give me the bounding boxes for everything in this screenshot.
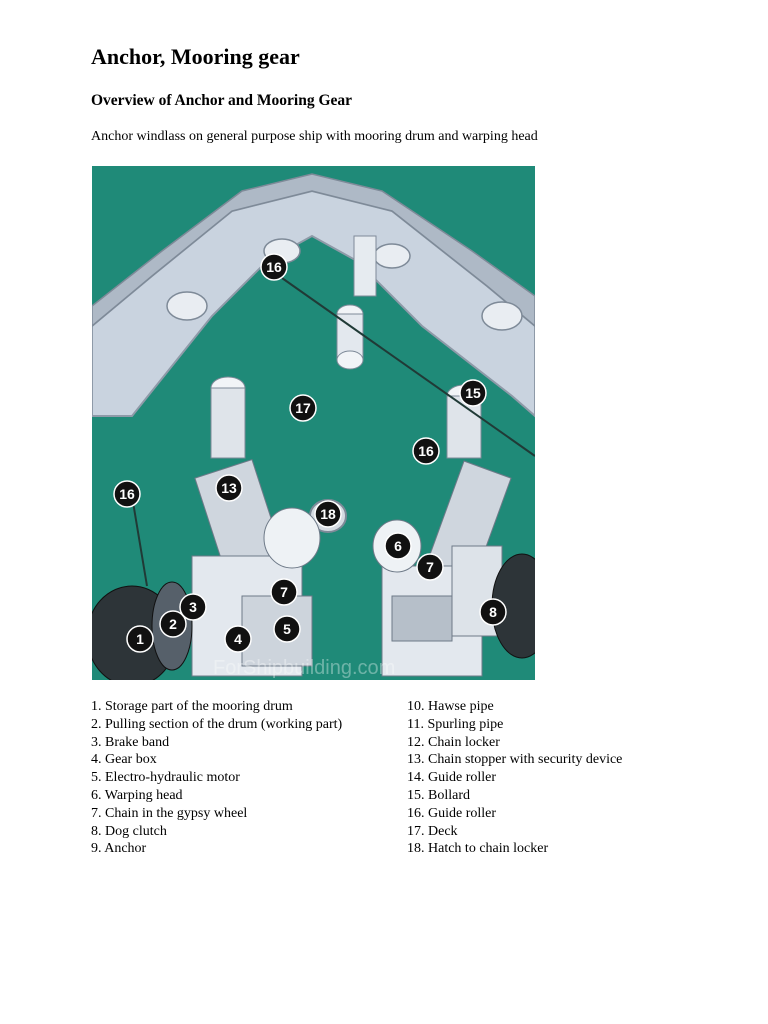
page-title: Anchor, Mooring gear — [91, 44, 300, 69]
legend-item: 3. Brake band — [91, 734, 170, 750]
callout-badge-18: 18 — [314, 500, 342, 528]
spurling-pipe — [353, 235, 377, 297]
mooring-line — [131, 495, 148, 587]
legend-item: 14. Guide roller — [407, 770, 497, 786]
legend-item: 13. Chain stopper with security device — [407, 752, 623, 768]
warping-head — [263, 507, 321, 569]
watermark: ForShipbuilding.com — [213, 657, 395, 679]
svg-text:8: 8 — [489, 604, 497, 620]
svg-text:6: 6 — [394, 538, 402, 554]
callout-badge-6: 6 — [384, 532, 412, 560]
legend-item: 2. Pulling section of the drum (working … — [91, 716, 343, 732]
callout-badge-7: 7 — [270, 578, 298, 606]
svg-text:1: 1 — [136, 631, 144, 647]
legend-item: 17. Deck — [407, 823, 458, 839]
svg-text:17: 17 — [295, 400, 311, 416]
svg-text:18: 18 — [320, 506, 336, 522]
fairlead — [481, 301, 523, 331]
svg-text:2: 2 — [169, 616, 177, 632]
legend-right-column: 10. Hawse pipe 11. Spurling pipe 12. Chain… — [407, 698, 707, 858]
callout-badge-5: 5 — [273, 615, 301, 643]
left-bollard — [210, 387, 246, 459]
mooring-line — [271, 270, 535, 457]
legend-item: 1. Storage part of the mooring drum — [91, 699, 293, 714]
svg-text:5: 5 — [283, 621, 291, 637]
legend-item: 11. Spurling pipe — [407, 716, 504, 732]
callout-badge-7: 7 — [416, 553, 444, 581]
callout-badge-15: 15 — [459, 379, 487, 407]
callout-badge-16: 16 — [113, 480, 141, 508]
legend-item: 12. Chain locker — [407, 734, 500, 750]
svg-text:4: 4 — [234, 631, 242, 647]
callout-badge-2: 2 — [159, 610, 187, 638]
callout-badge-17: 17 — [289, 394, 317, 422]
bow-rail — [92, 173, 535, 327]
section-heading: Overview of Anchor and Mooring Gear — [91, 92, 353, 109]
callout-badge-4: 4 — [224, 625, 252, 653]
svg-text:16: 16 — [418, 443, 434, 459]
svg-text:13: 13 — [221, 480, 237, 496]
svg-text:7: 7 — [280, 584, 288, 600]
legend-item: 6. Warping head — [91, 787, 183, 803]
legend-item: 8. Dog clutch — [91, 823, 167, 839]
svg-text:7: 7 — [426, 559, 434, 575]
legend-left-column: 1. Storage part of the mooring drum 2. Pu… — [91, 698, 401, 858]
svg-text:16: 16 — [119, 486, 135, 502]
fairlead — [166, 291, 208, 321]
callout-badge-8: 8 — [479, 598, 507, 626]
callout-badge-16: 16 — [260, 253, 288, 281]
legend-item: 4. Gear box — [91, 752, 157, 768]
callout-badge-3: 3 — [179, 593, 207, 621]
svg-text:16: 16 — [266, 259, 282, 275]
legend-item: 16. Guide roller — [407, 805, 497, 821]
legend-item: 9. Anchor — [91, 841, 147, 857]
figure-caption: Anchor windlass on general purpose ship … — [91, 129, 538, 144]
svg-text:3: 3 — [189, 599, 197, 615]
legend-item: 18. Hatch to chain locker — [407, 841, 549, 857]
legend-item: 5. Electro-hydraulic motor — [91, 770, 240, 786]
callout-badge-1: 1 — [126, 625, 154, 653]
callout-badge-13: 13 — [215, 474, 243, 502]
legend-item: 15. Bollard — [407, 787, 470, 803]
legend-item: 7. Chain in the gypsy wheel — [91, 805, 248, 821]
callout-badge-16: 16 — [412, 437, 440, 465]
legend-item: 10. Hawse pipe — [407, 699, 494, 714]
fairlead — [373, 243, 411, 269]
svg-text:15: 15 — [465, 385, 481, 401]
